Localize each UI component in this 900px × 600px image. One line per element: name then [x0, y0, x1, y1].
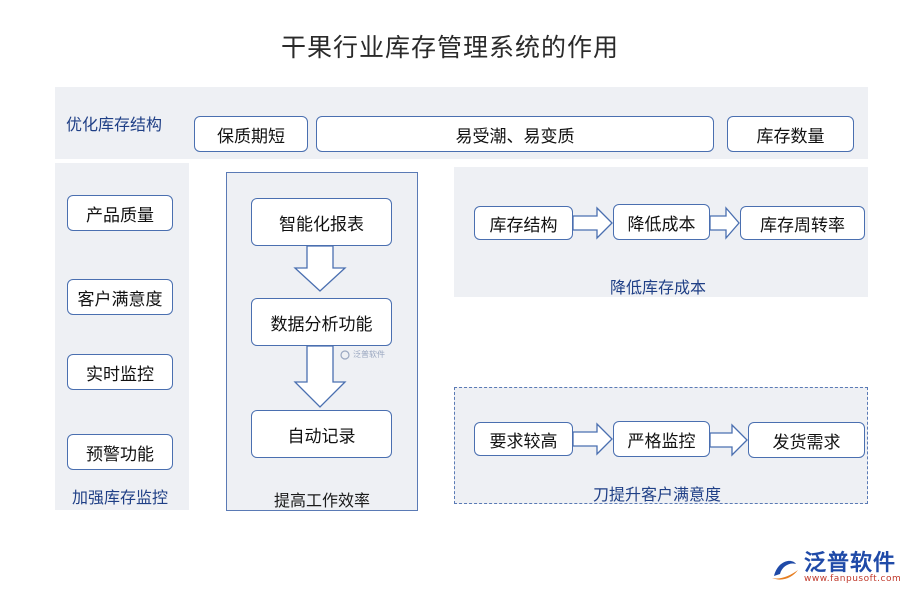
cost-label: 降低库存成本 [610, 278, 707, 297]
optimize-label: 优化库存结构 [66, 115, 163, 134]
brand-url: www.fanpusoft.com [804, 574, 900, 585]
cost-item-reduce: 降低成本 [613, 204, 710, 240]
monitor-item-satisfaction: 客户满意度 [67, 279, 173, 315]
satisfaction-item-monitor: 严格监控 [613, 421, 710, 457]
optimize-item-quantity: 库存数量 [727, 116, 854, 152]
cost-item-structure: 库存结构 [474, 206, 573, 240]
optimize-item-moisture: 易受潮、易变质 [316, 116, 714, 152]
page-title: 干果行业库存管理系统的作用 [280, 33, 619, 62]
brand-logo-icon [772, 561, 798, 580]
brand-logo: 泛普软件 www.fanpusoft.com [770, 552, 900, 585]
efficiency-item-record: 自动记录 [251, 410, 392, 458]
right-arrow-sat-1-icon [572, 422, 613, 456]
watermark-text: 泛普软件 [353, 350, 385, 359]
right-arrow-cost-1-icon [572, 206, 613, 240]
monitor-item-alert: 预警功能 [67, 434, 173, 470]
brand-name: 泛普软件 [804, 551, 897, 576]
efficiency-item-analysis: 数据分析功能 [251, 298, 392, 346]
optimize-item-shelf-life: 保质期短 [194, 116, 308, 152]
monitor-item-quality: 产品质量 [67, 195, 173, 231]
satisfaction-label: 刀提升客户满意度 [593, 485, 722, 504]
efficiency-item-reports: 智能化报表 [251, 198, 392, 246]
right-arrow-cost-2-icon [709, 206, 740, 240]
monitor-item-realtime: 实时监控 [67, 354, 173, 390]
right-arrow-sat-2-icon [709, 423, 748, 457]
monitor-label: 加强库存监控 [72, 488, 169, 507]
down-arrow-2-icon [293, 345, 347, 408]
center-watermark: 泛普软件 [340, 349, 385, 360]
watermark-logo-icon [340, 349, 350, 360]
satisfaction-item-demand: 要求较高 [474, 422, 573, 456]
efficiency-label: 提高工作效率 [274, 491, 371, 510]
satisfaction-item-shipping: 发货需求 [748, 422, 865, 458]
down-arrow-1-icon [293, 245, 347, 292]
cost-item-turnover: 库存周转率 [740, 206, 865, 240]
